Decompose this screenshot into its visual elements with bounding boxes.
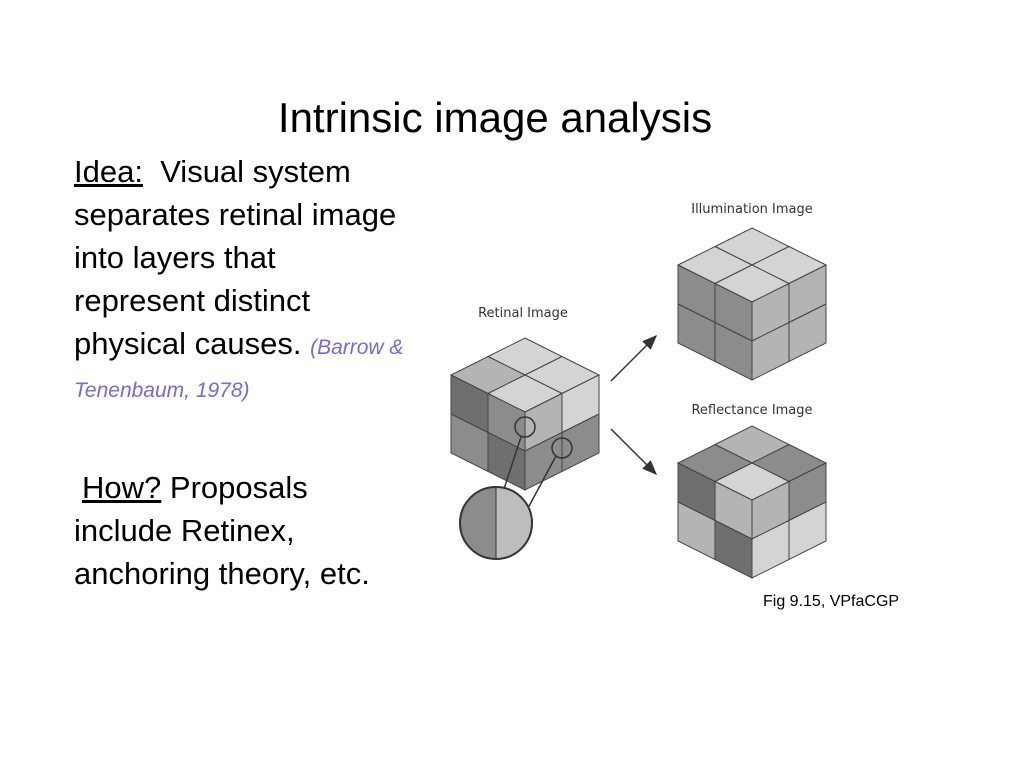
sample-circle-1 xyxy=(514,416,536,438)
idea-label: Idea: xyxy=(74,154,143,189)
retinal-image-cube xyxy=(449,337,601,491)
idea-text: Visual system separates retinal image in… xyxy=(74,154,397,361)
magnifier-line-1 xyxy=(501,436,522,496)
slide-title: Intrinsic image analysis xyxy=(277,94,713,141)
arrow-to-reflectance xyxy=(610,428,658,476)
retinal-image-label: Retinal Image xyxy=(478,306,568,321)
reflectance-image-label: Reflectance Image xyxy=(691,403,812,418)
magnified-patch xyxy=(459,486,533,560)
illumination-image-cube xyxy=(676,227,828,381)
magnifier-line-2 xyxy=(527,455,557,509)
how-label: How? xyxy=(82,470,162,505)
figure-caption: Fig 9.15, VPfaCGP xyxy=(763,593,900,610)
cube-facet xyxy=(788,501,827,561)
reflectance-image-cube xyxy=(676,425,828,579)
how-paragraph: How? Proposals include Retinex, anchorin… xyxy=(74,466,414,595)
idea-paragraph: Idea: Visual system separates retinal im… xyxy=(74,150,414,408)
cube-facet xyxy=(788,303,827,363)
sample-circle-2 xyxy=(551,437,573,459)
arrow-to-illumination xyxy=(610,334,658,382)
idea-citation: (Barrow & Tenenbaum, 1978) xyxy=(74,336,404,402)
intrinsic-image-figure: Retinal Image Illumination Image Reflect… xyxy=(449,202,828,579)
how-text: Proposals include Retinex, anchoring the… xyxy=(74,470,370,591)
illumination-image-label: Illumination Image xyxy=(691,202,813,217)
